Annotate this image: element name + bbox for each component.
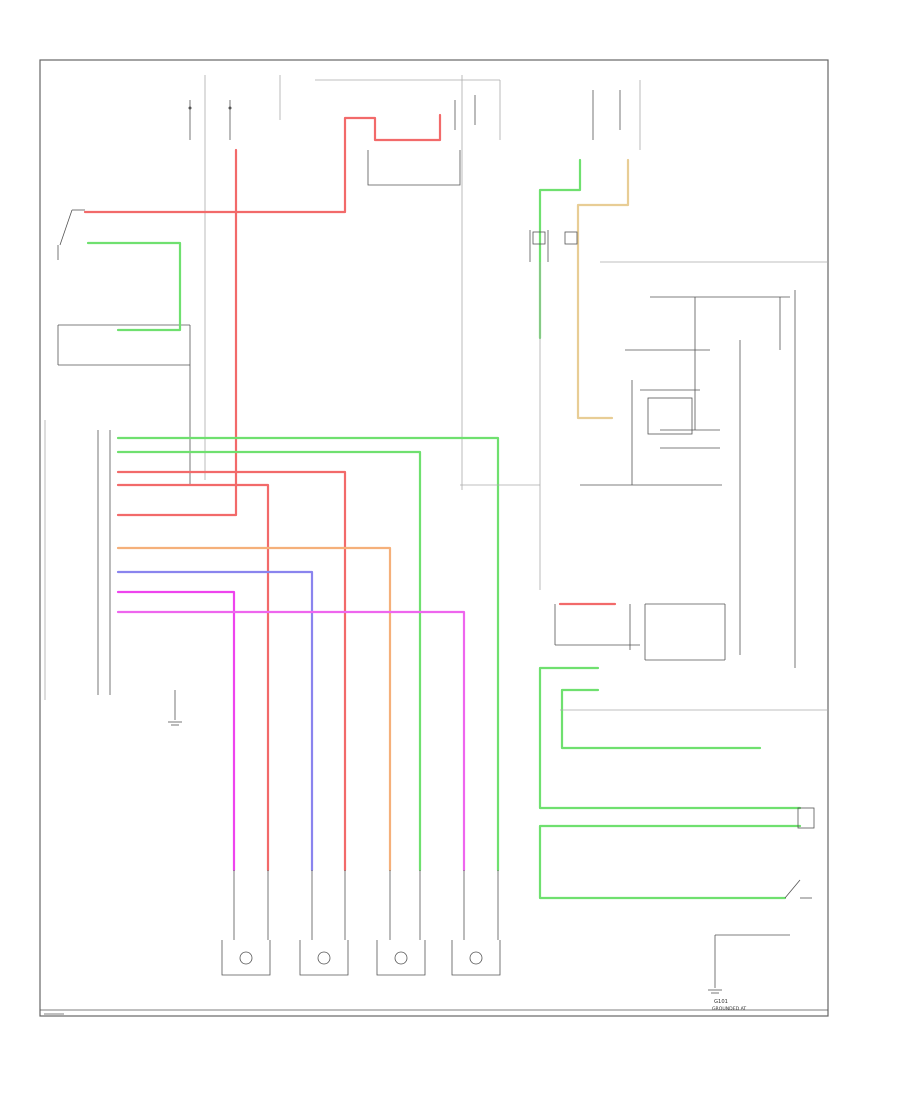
wire-green-right-top — [538, 158, 582, 340]
wire-green-long-row — [116, 436, 500, 872]
sensor-leads — [233, 870, 499, 940]
wire-pink — [116, 610, 466, 872]
fuse-box-center — [315, 75, 501, 490]
right-relay-box — [554, 603, 726, 661]
wire-blue — [116, 570, 314, 872]
right-grid-lines — [580, 290, 796, 668]
wire-green-second-row — [116, 450, 422, 872]
brake-switch-left — [57, 209, 85, 260]
wheel-sensor-right-rear — [376, 940, 426, 976]
fuse-box-right — [592, 80, 641, 150]
wire-green-right-bottom — [538, 824, 802, 900]
ground-label-sub: GROUNDED AT — [712, 1006, 746, 1012]
wire-green-top-left — [86, 241, 182, 332]
right-module-connector — [460, 230, 828, 590]
ground-label-top: G101 — [714, 999, 728, 1005]
wire-red-row2 — [116, 483, 270, 872]
wheel-sensor-front-left — [451, 940, 501, 976]
ground-symbol-left — [168, 690, 182, 726]
sensor-right — [797, 807, 815, 829]
fuse-box-left — [188, 75, 281, 480]
wire-red-top-loop — [83, 113, 442, 214]
switch-right-bottom — [708, 879, 812, 994]
wheel-sensor-left-rear — [299, 940, 349, 976]
wire-tan-right — [576, 158, 630, 420]
wire-green-right-loop-inner — [560, 688, 762, 750]
wire-magenta — [116, 590, 236, 872]
wire-red-row1 — [116, 470, 347, 872]
wire-orange — [116, 546, 392, 872]
wire-green-right-loop-outer — [538, 666, 802, 810]
wire-red-main-vertical — [116, 148, 238, 517]
wheel-sensor-front-right — [221, 940, 271, 976]
diagram-frame — [39, 59, 829, 1017]
control-module-left — [44, 324, 191, 700]
